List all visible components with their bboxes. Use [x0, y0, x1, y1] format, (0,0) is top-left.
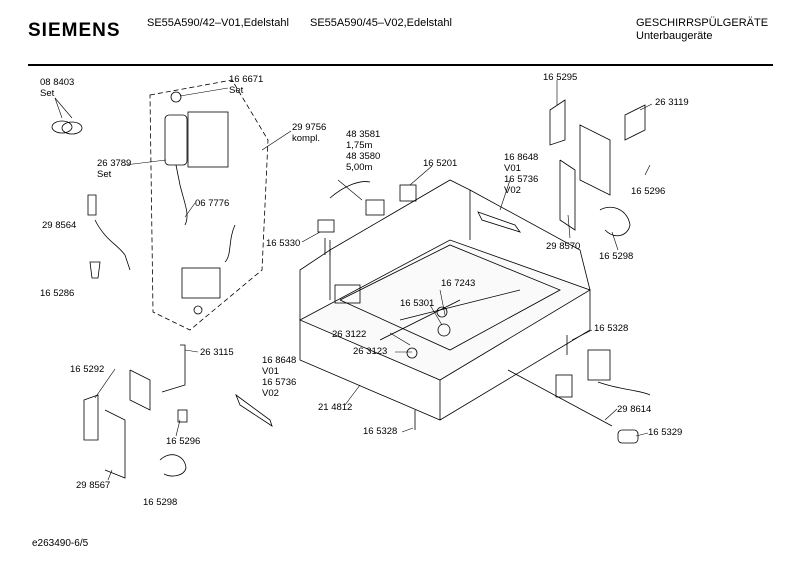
subcategory-title: Unterbaugeräte [636, 30, 713, 42]
part-label: 16 5328 [594, 323, 629, 334]
model-b: SE55A590/45–V02,Edelstahl [310, 17, 452, 29]
part-label: 26 3123 [353, 346, 388, 357]
part-label: 29 8614 [617, 404, 652, 415]
header-rule [28, 64, 773, 66]
part-label: 16 7243 [441, 278, 476, 289]
part-label: 16 5295 [543, 72, 578, 83]
part-label: 29 8564 [42, 220, 77, 231]
part-label: 16 5298 [143, 497, 178, 508]
part-label: 16 5296 [631, 186, 666, 197]
base-frame [299, 179, 591, 421]
part-label: 26 3122 [332, 329, 367, 340]
part-label: 16 5330 [266, 238, 301, 249]
cable-sensor-parts [317, 181, 522, 255]
leader-lines [54, 80, 653, 481]
part-label: 26 3119 [655, 97, 689, 108]
part-label: 21 4812 [318, 402, 353, 413]
part-label: 06 7776 [195, 198, 230, 209]
left-brackets [83, 240, 416, 479]
part-label: 16 5201 [423, 158, 458, 169]
assembly-group-outline [149, 79, 269, 331]
part-label: 16 5328 [363, 426, 398, 437]
part-label: 29 8567 [76, 480, 111, 491]
model-a: SE55A590/42–V01,Edelstahl [147, 17, 289, 29]
hose-parts [51, 120, 131, 279]
part-label: 29 8570 [546, 241, 581, 252]
part-label: 26 3115 [200, 347, 234, 358]
part-label: 16 5296 [166, 436, 201, 447]
part-label: 16 5292 [70, 364, 105, 375]
brand-logo: SIEMENS [28, 20, 121, 41]
part-label: 16 5301 [400, 298, 435, 309]
category-title: GESCHIRRSPÜLGERÄTE [636, 17, 769, 29]
drawing-code: e263490-6/5 [32, 538, 89, 549]
inlet-valve-assembly [164, 91, 236, 315]
right-brackets [507, 99, 651, 444]
part-label: 16 5329 [648, 427, 683, 438]
part-label: 16 5298 [599, 251, 634, 262]
part-label: 16 5286 [40, 288, 75, 299]
